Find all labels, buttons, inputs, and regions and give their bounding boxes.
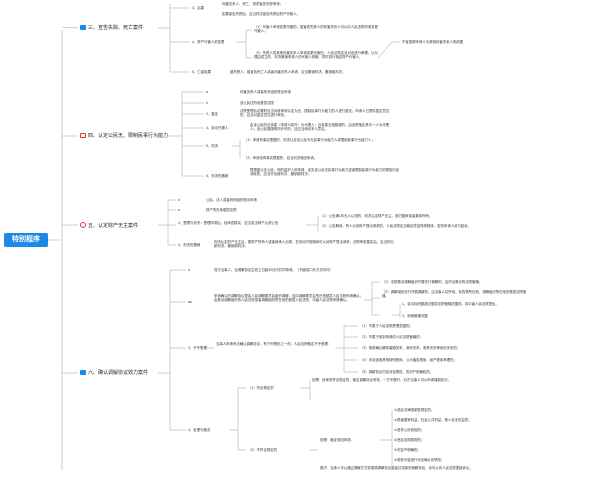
b6-item-3-r4: （4）涉及适用其他特别程序、公示催告程序、破产程序审理的； [360,358,457,362]
b6-item-3-r1: （1）不属于人民法院受理范围的； [360,324,413,328]
b3-item-2-key: 4、财产代管人的变更 [192,40,225,44]
b4-item-7-key: 6、判决的撤销 [206,174,229,178]
b6-item-4-b: （2）不符合规定的 [248,448,278,452]
b6-item-1-key: d [188,268,190,272]
stop-icon [80,370,86,375]
b3-item-2-side: 不宜按照申请人与其他利害关系人的依据 [402,40,464,44]
b6-item-3-key: 3、不予受理 [188,346,207,350]
b3-item-3-key: 5、仁者如果 [192,70,211,74]
flag-icon [80,25,86,30]
b6-item-2-sub1: （1）法院委派调解组织开展先行调解的，由作出委派的法院管辖； [382,280,483,284]
b3-item-3-text: 被失踪人、被宣告死亡人或者利害关系人申请，应当撤销判决，撤销原判决。 [230,70,346,74]
b5-item-2-key: e [178,208,180,212]
b4-item-7-text: 根据被认定公民、他的监护人的申请，证实该公民无民事行为能力或者限制民事行为能力的… [250,168,400,176]
b4-item-2-text: 该公民住所地基层法院 [240,101,274,105]
b6-item-4-bl1: ①违反法律强制性规定的； [394,408,435,412]
b4-item-2-key: b [206,101,208,105]
b6-item-4-a: （1）符合规定的 [248,386,274,390]
b6-item-3-r3: （3）请求确认解除婚姻关系、身份关系、收养关系等身份关系的； [360,346,461,350]
b4-item-3-text: 法院受理后必要时应当对被申请认定为无、限制民事行为能力的人进行鉴定；申请人已提供… [240,109,390,117]
b6-item-4-bl5: ⑤内容不明确的； [394,448,421,452]
b3-item-2-text: （1）代管人申请变更代管的，被宣告失踪人的利害关系人可以向人民法院申请变更代管人… [254,25,378,33]
b6-item-4-a1: 处理：经审查符合规定的，裁定调解协议有效，一方不履行，对方当事人可以申请强制执行… [312,378,452,382]
b5-item-3-text: （1）公告满1年无人认领的，判决认定财产无主，收归国家或者集体所有； [320,214,433,218]
b6-item-4-bl6: ⑥其他不能进行司法确认的情形。 [394,458,445,462]
b6-item-3-r5: （5）调解协议内容涉及物权、知识产权确权的。 [360,370,434,374]
b4-item-3-key: 3、鉴定 [206,112,219,116]
b4-item-4-key: 4、诉讼代理人 [206,126,229,130]
branch-4[interactable]: 四、认定公民无、限制民事行为能力 [80,133,168,139]
branch-6-label: 六、确认调解协议效力案件 [88,370,149,376]
b6-item-4-bl4: ④违反自愿原则的； [394,438,425,442]
b6-item-2-key: ab [188,300,192,304]
branch-5-label: 五、认定财产无主案件 [88,223,139,229]
b6-item-2-sub3: 1、诉讼标的额超过基层法院管辖范围的，向中级人民法院提出。 [402,302,499,306]
b4-item-1-text: 利害关系人或者有关组织提出申请 [240,90,291,94]
b6-item-1-text: 双方当事人，自调解协议生效之日起30日内共同申请。（书面或口头方式均可） [214,268,334,272]
root-node[interactable]: 特别程序 [4,233,48,247]
b6-item-4-b1: 处理：裁定驳回申请。 [320,438,354,442]
branch-6[interactable]: 六、确认调解协议效力案件 [80,370,148,376]
b3-item-1-text: 利害关系人、死亡、请求宣告失踪申请； [222,2,284,6]
b3-item-1-text2: 如果宣告失踪后，应当判决宣告失踪后财产代管人。 [222,12,300,16]
branch-3-label: 三、宣告失踪、死亡案件 [88,25,144,31]
b4-item-5-text: （1）申请有事实根据的，判决认定该公民为无民事行为能力人或限制民事行为能力人； [244,138,375,142]
b5-item-4-text: 判决认定财产无主后，原财产所有人或者继承人出现，在诉讼时效期间可以对财产提出请求… [214,240,394,248]
b4-item-1-key: a [206,90,208,94]
b3-item-1-key: 3、后果 [192,6,205,10]
b6-item-4-b2: 救济：当事人可以通过调解方式变更原调解协议或者达成新的调解协议，也可以向人民法院… [320,466,473,470]
b6-item-4-bl2: ②损害国家利益、社会公共利益、他人合法权益的； [394,418,472,422]
b5-item-3-text2: （2）公告期间，有人对该财产提出请求的，人民法院应当裁定终结特别程序，告知申请人… [320,224,472,228]
circle-icon [80,222,86,228]
branch-3[interactable]: 三、宣告失踪、死亡案件 [80,25,143,31]
b5-item-2-text: 财产所在地基层法院 [206,208,237,212]
b4-item-6-text: （2）申请没有事实根据的，应当判决驳回申请。 [244,156,318,160]
b5-item-4-key: 4、判决的撤销 [178,243,201,247]
b6-item-2-sub2: （2）调解组织自行开展调解的，由当事人住所地、标的物所在地、调解组织所在地的基层… [382,290,527,298]
b5-item-1-text: 公民、法人或者其他组织提出申请 [206,198,257,202]
b6-item-2-text: 申请确认的调解协议是由人民调解委员会组织调解，应向调解委员会所在地基层人民法院申… [214,294,364,302]
branch-4-label: 四、认定公民无、限制民事行为能力 [88,133,169,139]
b6-item-4-key: 4、处理与裁决 [188,428,211,432]
b4-item-5-key: 5、判决 [206,144,219,148]
b6-item-3-r2: （2）不属于收到申请的人民法院管辖的； [360,335,423,339]
cross-icon [80,133,86,138]
b6-item-4-bl3: ③违背公序良俗的； [394,428,425,432]
b6-item-3-text: 当事人申请司法确认调解协议，有下列情形之一的，人民法院裁定不予受理： [216,342,332,346]
b6-item-2-sub4: 2、地域管辖问题 [402,314,428,318]
branch-5[interactable]: 五、认定财产无主案件 [80,222,138,229]
b5-item-1-key: d [178,198,180,202]
b5-item-3-key: 3、受理与判决：受理申请后，经审查核实，应当发出财产认领公告 [178,221,279,225]
b3-item-2-text2: （2）失踪人的其他利害关系人申请变更代管的，人民法院应当对此进行审理，认为理由成… [254,51,378,59]
b4-item-4-text: 由该公民的近亲属（申请人除外）为代理人；近亲属互相推诿的，由法院指定其中一人为代… [250,123,390,131]
